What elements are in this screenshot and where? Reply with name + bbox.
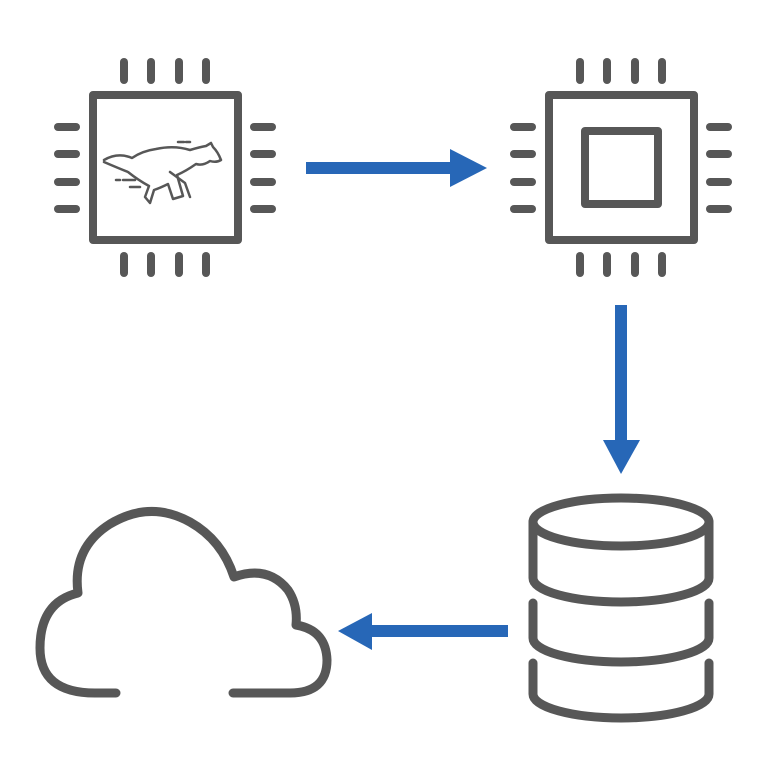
arrow-chip1-to-chip2	[306, 149, 487, 187]
arrow-database-to-cloud	[338, 613, 508, 650]
database-tier-3	[528, 658, 714, 723]
database-tier-2	[528, 598, 714, 667]
chip-core	[581, 127, 662, 208]
fast-processor-chip-icon	[54, 58, 276, 277]
processor-chip-icon	[510, 58, 732, 277]
chip-body	[545, 91, 698, 244]
cloud-icon	[35, 507, 332, 698]
database-top	[528, 493, 714, 551]
arrow-chip2-to-database	[603, 305, 640, 474]
chip-body	[89, 91, 242, 244]
cheetah-icon	[102, 140, 223, 205]
database-icon	[528, 493, 714, 723]
database-tier-1	[528, 517, 714, 607]
